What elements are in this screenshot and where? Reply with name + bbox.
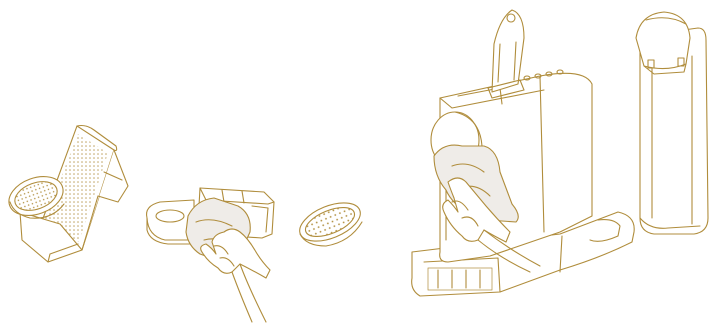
- drip-tray-grid-icon: [8, 124, 129, 263]
- drip-grid-disc-icon: [299, 202, 363, 247]
- capsule-container-icon: [145, 187, 275, 323]
- water-tank-icon: [635, 11, 709, 235]
- coffee-machine-icon: [411, 9, 635, 297]
